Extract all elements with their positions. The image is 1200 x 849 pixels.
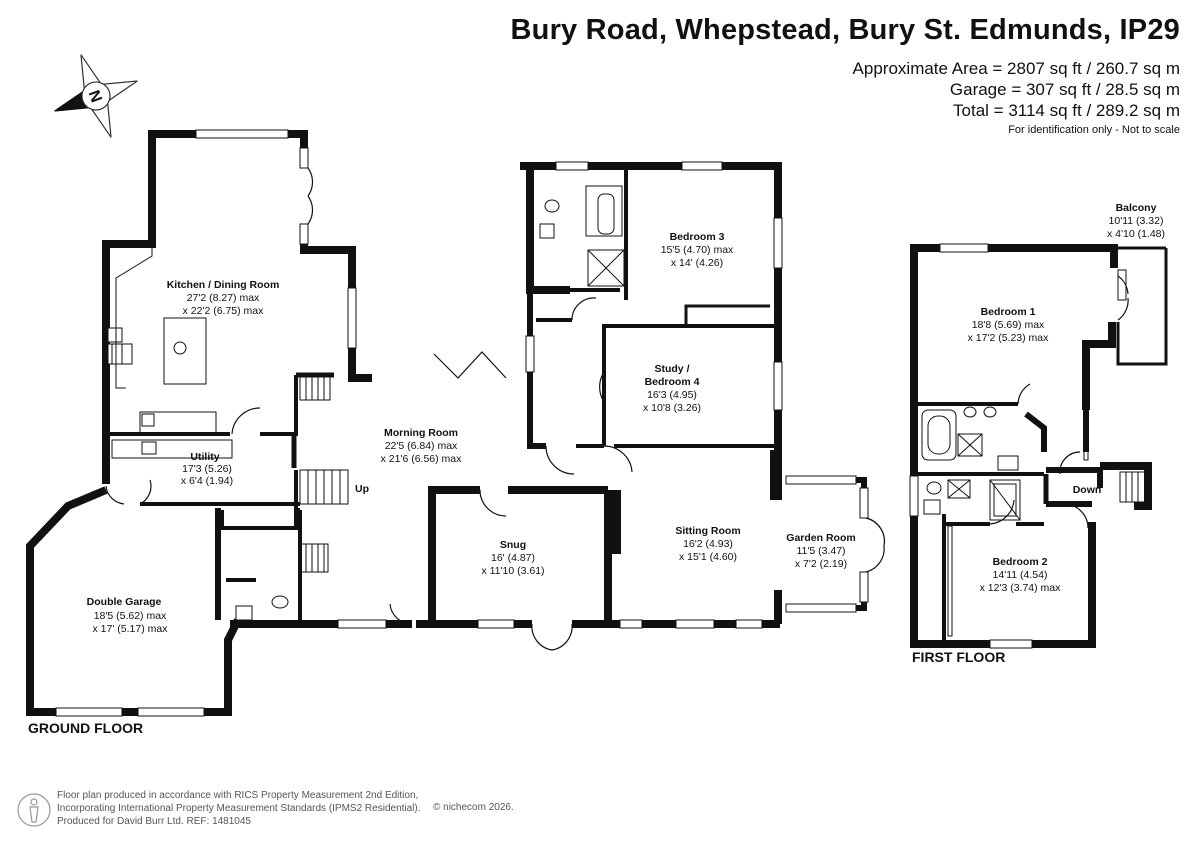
bedroom1-dim2: x 17'2 (5.23) max (968, 332, 1050, 344)
footer-line2: Incorporating International Property Mea… (57, 803, 421, 814)
utility-name: Utility (190, 451, 219, 463)
utility-dim1: 17'3 (5.26) (182, 463, 232, 475)
ground-floor-windows (55, 129, 869, 717)
bedroom2-name: Bedroom 2 (993, 556, 1048, 568)
compass-north-icon: N (54, 54, 138, 138)
garden-name: Garden Room (786, 532, 855, 544)
study-dim1: 16'3 (4.95) (647, 389, 697, 401)
snug-dim1: 16' (4.87) (491, 552, 535, 564)
first-floor-fixtures (921, 349, 1147, 637)
study-dim2: x 10'8 (3.26) (643, 402, 701, 414)
first-floor-windows (909, 243, 1127, 649)
compass-letter: N (85, 88, 105, 105)
ground-floor-stairs (299, 373, 349, 573)
garage-name: Double Garage (87, 596, 162, 608)
bedroom3-dim2: x 14' (4.26) (671, 257, 723, 269)
kitchen-name: Kitchen / Dining Room (167, 279, 280, 291)
utility-dim2: x 6'4 (1.94) (181, 475, 233, 487)
sitting-dim1: 16'2 (4.93) (683, 538, 733, 550)
property-title: Bury Road, Whepstead, Bury St. Edmunds, … (510, 14, 1180, 46)
stairs-down-label: Down (1073, 484, 1102, 496)
copyright: © nichecom 2026. (433, 802, 514, 813)
bedroom3-dim1: 15'5 (4.70) max (661, 244, 734, 256)
snug-name: Snug (500, 539, 526, 551)
area-summary: Approximate Area = 2807 sq ft / 260.7 sq… (853, 58, 1180, 121)
bedroom1-name: Bedroom 1 (981, 306, 1036, 318)
stairs-up-label: Up (355, 483, 369, 495)
balcony-dim1: 10'11 (3.32) (1109, 215, 1164, 227)
morning-name: Morning Room (384, 427, 458, 439)
garden-dim1: 11'5 (3.47) (796, 545, 845, 557)
bedroom3-name: Bedroom 3 (670, 231, 725, 243)
footer-line3: Produced for David Burr Ltd. REF: 148104… (57, 816, 251, 827)
kitchen-dim1: 27'2 (8.27) max (187, 292, 260, 304)
garage-dim2: x 17' (5.17) max (93, 623, 169, 635)
morning-dim2: x 21'6 (6.56) max (381, 453, 463, 465)
study-name2: Bedroom 4 (645, 376, 700, 388)
accessibility-person-icon (17, 793, 51, 827)
balcony-name: Balcony (1116, 202, 1157, 214)
total-area: Total = 3114 sq ft / 289.2 sq m (953, 101, 1180, 120)
footer-line1: Floor plan produced in accordance with R… (57, 790, 419, 801)
sitting-dim2: x 15'1 (4.60) (679, 551, 737, 563)
first-floor-doors (989, 275, 1129, 529)
snug-dim2: x 11'10 (3.61) (481, 565, 544, 577)
room-labels: Kitchen / Dining Room 27'2 (8.27) max x … (87, 202, 1165, 635)
garden-dim2: x 7'2 (2.19) (795, 558, 847, 570)
approximate-area: Approximate Area = 2807 sq ft / 260.7 sq… (852, 59, 1180, 78)
study-name: Study / (654, 363, 689, 375)
bedroom2-dim2: x 12'3 (3.74) max (980, 582, 1062, 594)
scale-note: For identification only - Not to scale (1008, 124, 1180, 136)
garage-dim1: 18'5 (5.62) max (94, 610, 167, 622)
first-floor-label: FIRST FLOOR (912, 649, 1005, 665)
bedroom2-dim1: 14'11 (4.54) (993, 569, 1048, 581)
balcony-dim2: x 4'10 (1.48) (1107, 228, 1165, 240)
bedroom1-dim1: 18'8 (5.69) max (972, 319, 1045, 331)
ground-floor-doors (105, 167, 886, 651)
garage-area: Garage = 307 sq ft / 28.5 sq m (949, 80, 1180, 99)
ground-floor-fixtures (111, 185, 625, 621)
footer-text: Floor plan produced in accordance with R… (57, 789, 421, 828)
sitting-name: Sitting Room (675, 525, 740, 537)
ground-floor-label: GROUND FLOOR (28, 720, 143, 736)
morning-dim1: 22'5 (6.84) max (385, 440, 458, 452)
kitchen-dim2: x 22'2 (6.75) max (183, 305, 265, 317)
